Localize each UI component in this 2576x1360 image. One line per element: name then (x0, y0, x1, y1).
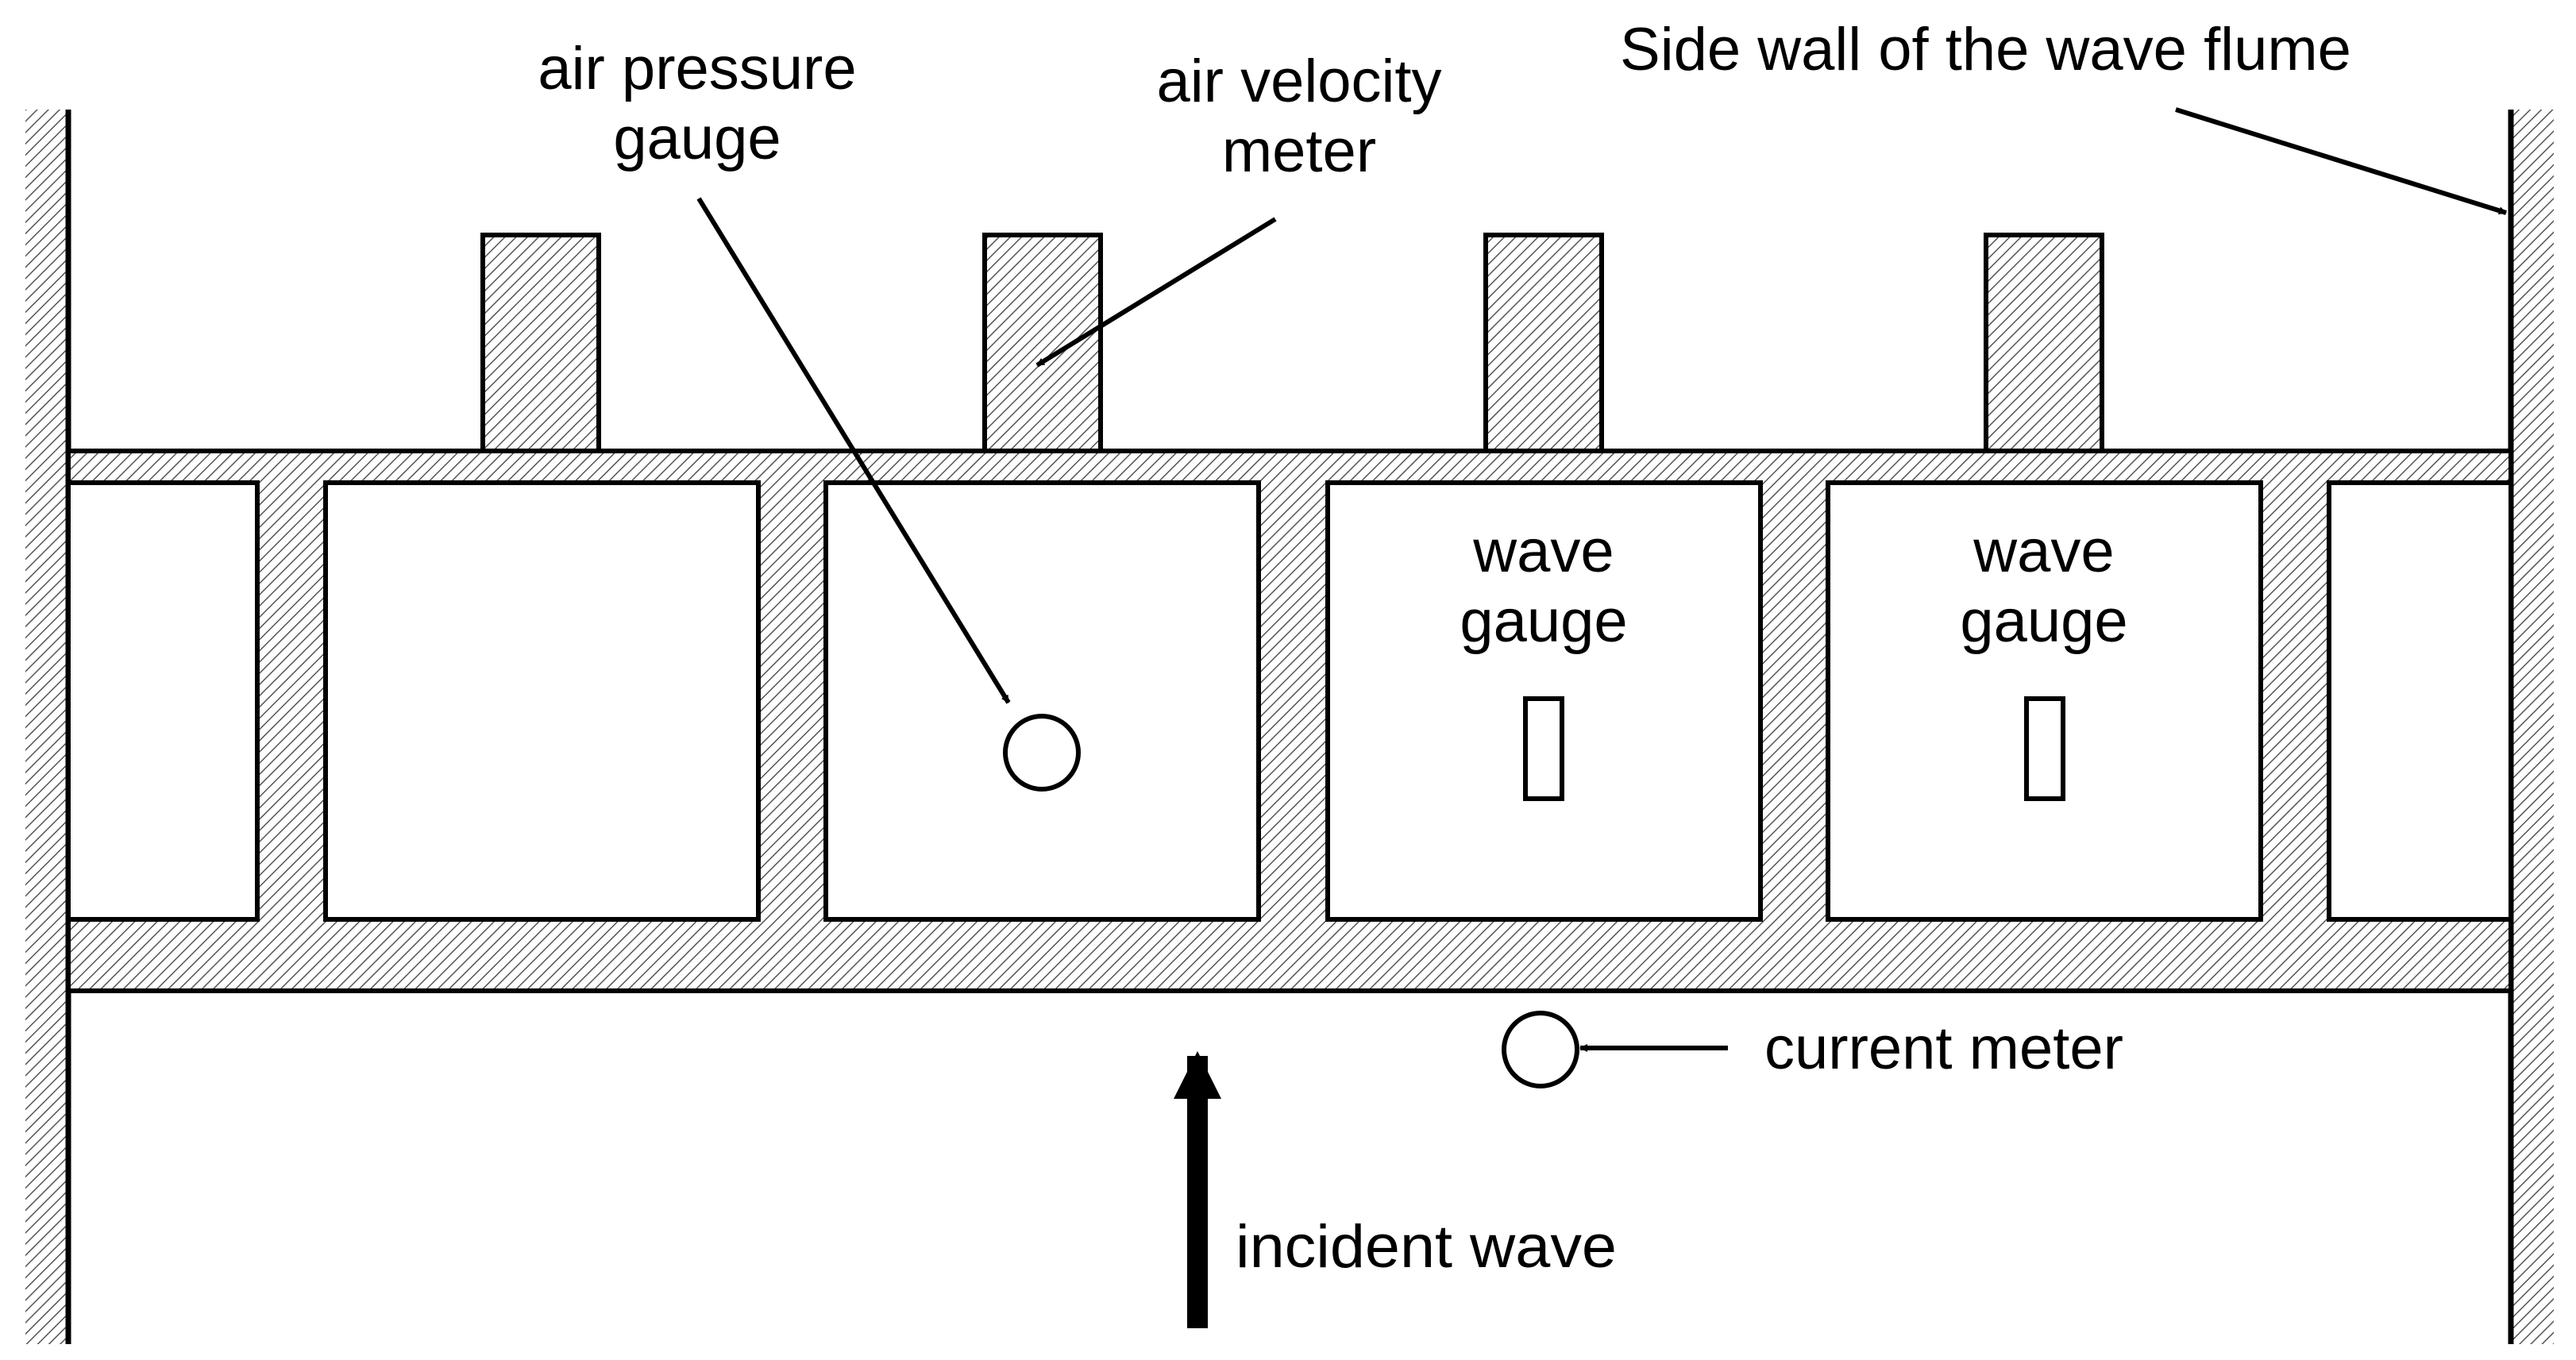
wave-gauge-label-2-line2: gauge (1960, 588, 2127, 655)
air-velocity-arrow (1035, 217, 1277, 368)
current-meter-marker (1502, 1011, 1579, 1088)
air-pressure-gauge-label-line2: gauge (613, 105, 781, 172)
current-meter-label: current meter (1764, 1015, 2123, 1082)
air-duct-4 (1984, 233, 2104, 453)
left-side-wall (25, 110, 71, 1344)
side-wall-label: Side wall of the wave flume (1620, 16, 2351, 83)
chamber-3 (823, 480, 1261, 922)
air-velocity-meter-label-line2: meter (1222, 118, 1376, 185)
incident-wave-label: incident wave (1236, 1213, 1617, 1281)
wave-gauge-marker-2 (2024, 696, 2065, 801)
right-side-wall (2508, 110, 2554, 1344)
air-duct-2 (982, 233, 1103, 453)
wave-gauge-label-1-line1: wave (1472, 518, 1614, 585)
air-pressure-gauge-marker (1003, 714, 1081, 792)
wave-gauge-label-2-line1: wave (1972, 518, 2114, 585)
air-velocity-meter-label-line1: air velocity (1157, 48, 1442, 115)
wave-gauge-marker-1 (1523, 696, 1564, 801)
air-pressure-arrow (696, 197, 1011, 704)
caisson-structure (66, 449, 2513, 993)
air-duct-3 (1483, 233, 1604, 453)
wave-gauge-label-1-line2: gauge (1460, 588, 1627, 655)
air-duct-1 (480, 233, 601, 453)
chamber-1 (66, 480, 260, 922)
chamber-2 (323, 480, 761, 922)
chamber-6 (2327, 480, 2513, 922)
air-pressure-gauge-label-line1: air pressure (538, 35, 856, 102)
side-wall-arrow (2175, 107, 2507, 215)
